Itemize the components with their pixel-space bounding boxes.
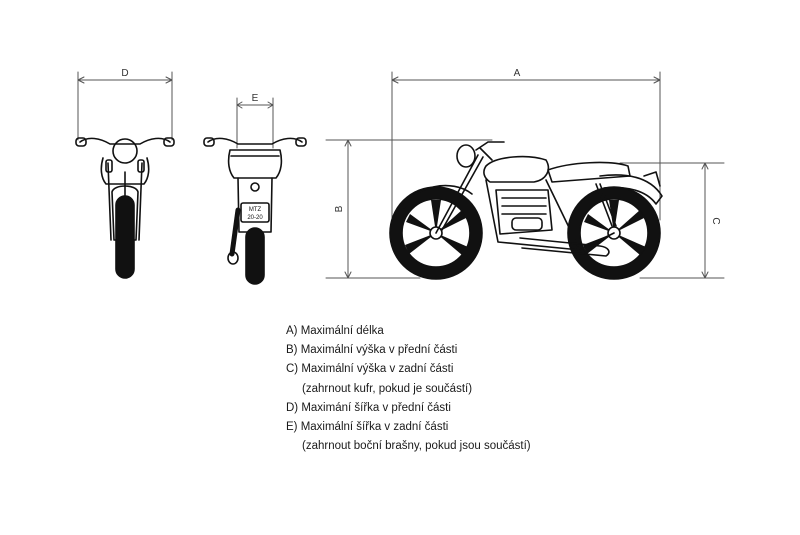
dimension-a [391,71,661,233]
legend-item-a: A) Maximální délka [286,325,384,337]
motorcycle-dimensions-diagram: D E [75,68,725,285]
legend-item-b: B) Maximální výška v přední části [286,344,458,357]
dimension-a-label: A [514,68,521,79]
dimension-c [619,162,725,279]
motorcycle-front-view [75,137,175,279]
dimension-d [77,71,173,141]
legend-item-e-note: (zahrnout boční brašny, pokud jsou součá… [302,440,531,453]
dimension-legend: A) Maximální délka B) Maximální výška v … [286,322,531,456]
motorcycle-rear-view [203,137,307,285]
dimension-e-label: E [252,93,259,104]
license-plate-line2: 20-20 [247,215,263,221]
dimension-d-label: D [121,68,128,79]
license-plate-line1: MTZ [249,207,262,213]
legend-item-d: D) Maximání šířka v přední části [286,401,451,414]
motorcycle-side-view [389,141,663,280]
legend-item-c-note: (zahrnout kufr, pokud je součástí) [302,382,473,395]
legend-item-e: E) Maximální šířka v zadní části [286,421,449,434]
dimension-b-label: B [334,205,345,212]
dimension-c-label: C [710,217,721,224]
dimension-b [325,139,493,279]
dimension-e [236,97,274,149]
legend-item-c: C) Maximální výška v zadní části [286,363,454,376]
